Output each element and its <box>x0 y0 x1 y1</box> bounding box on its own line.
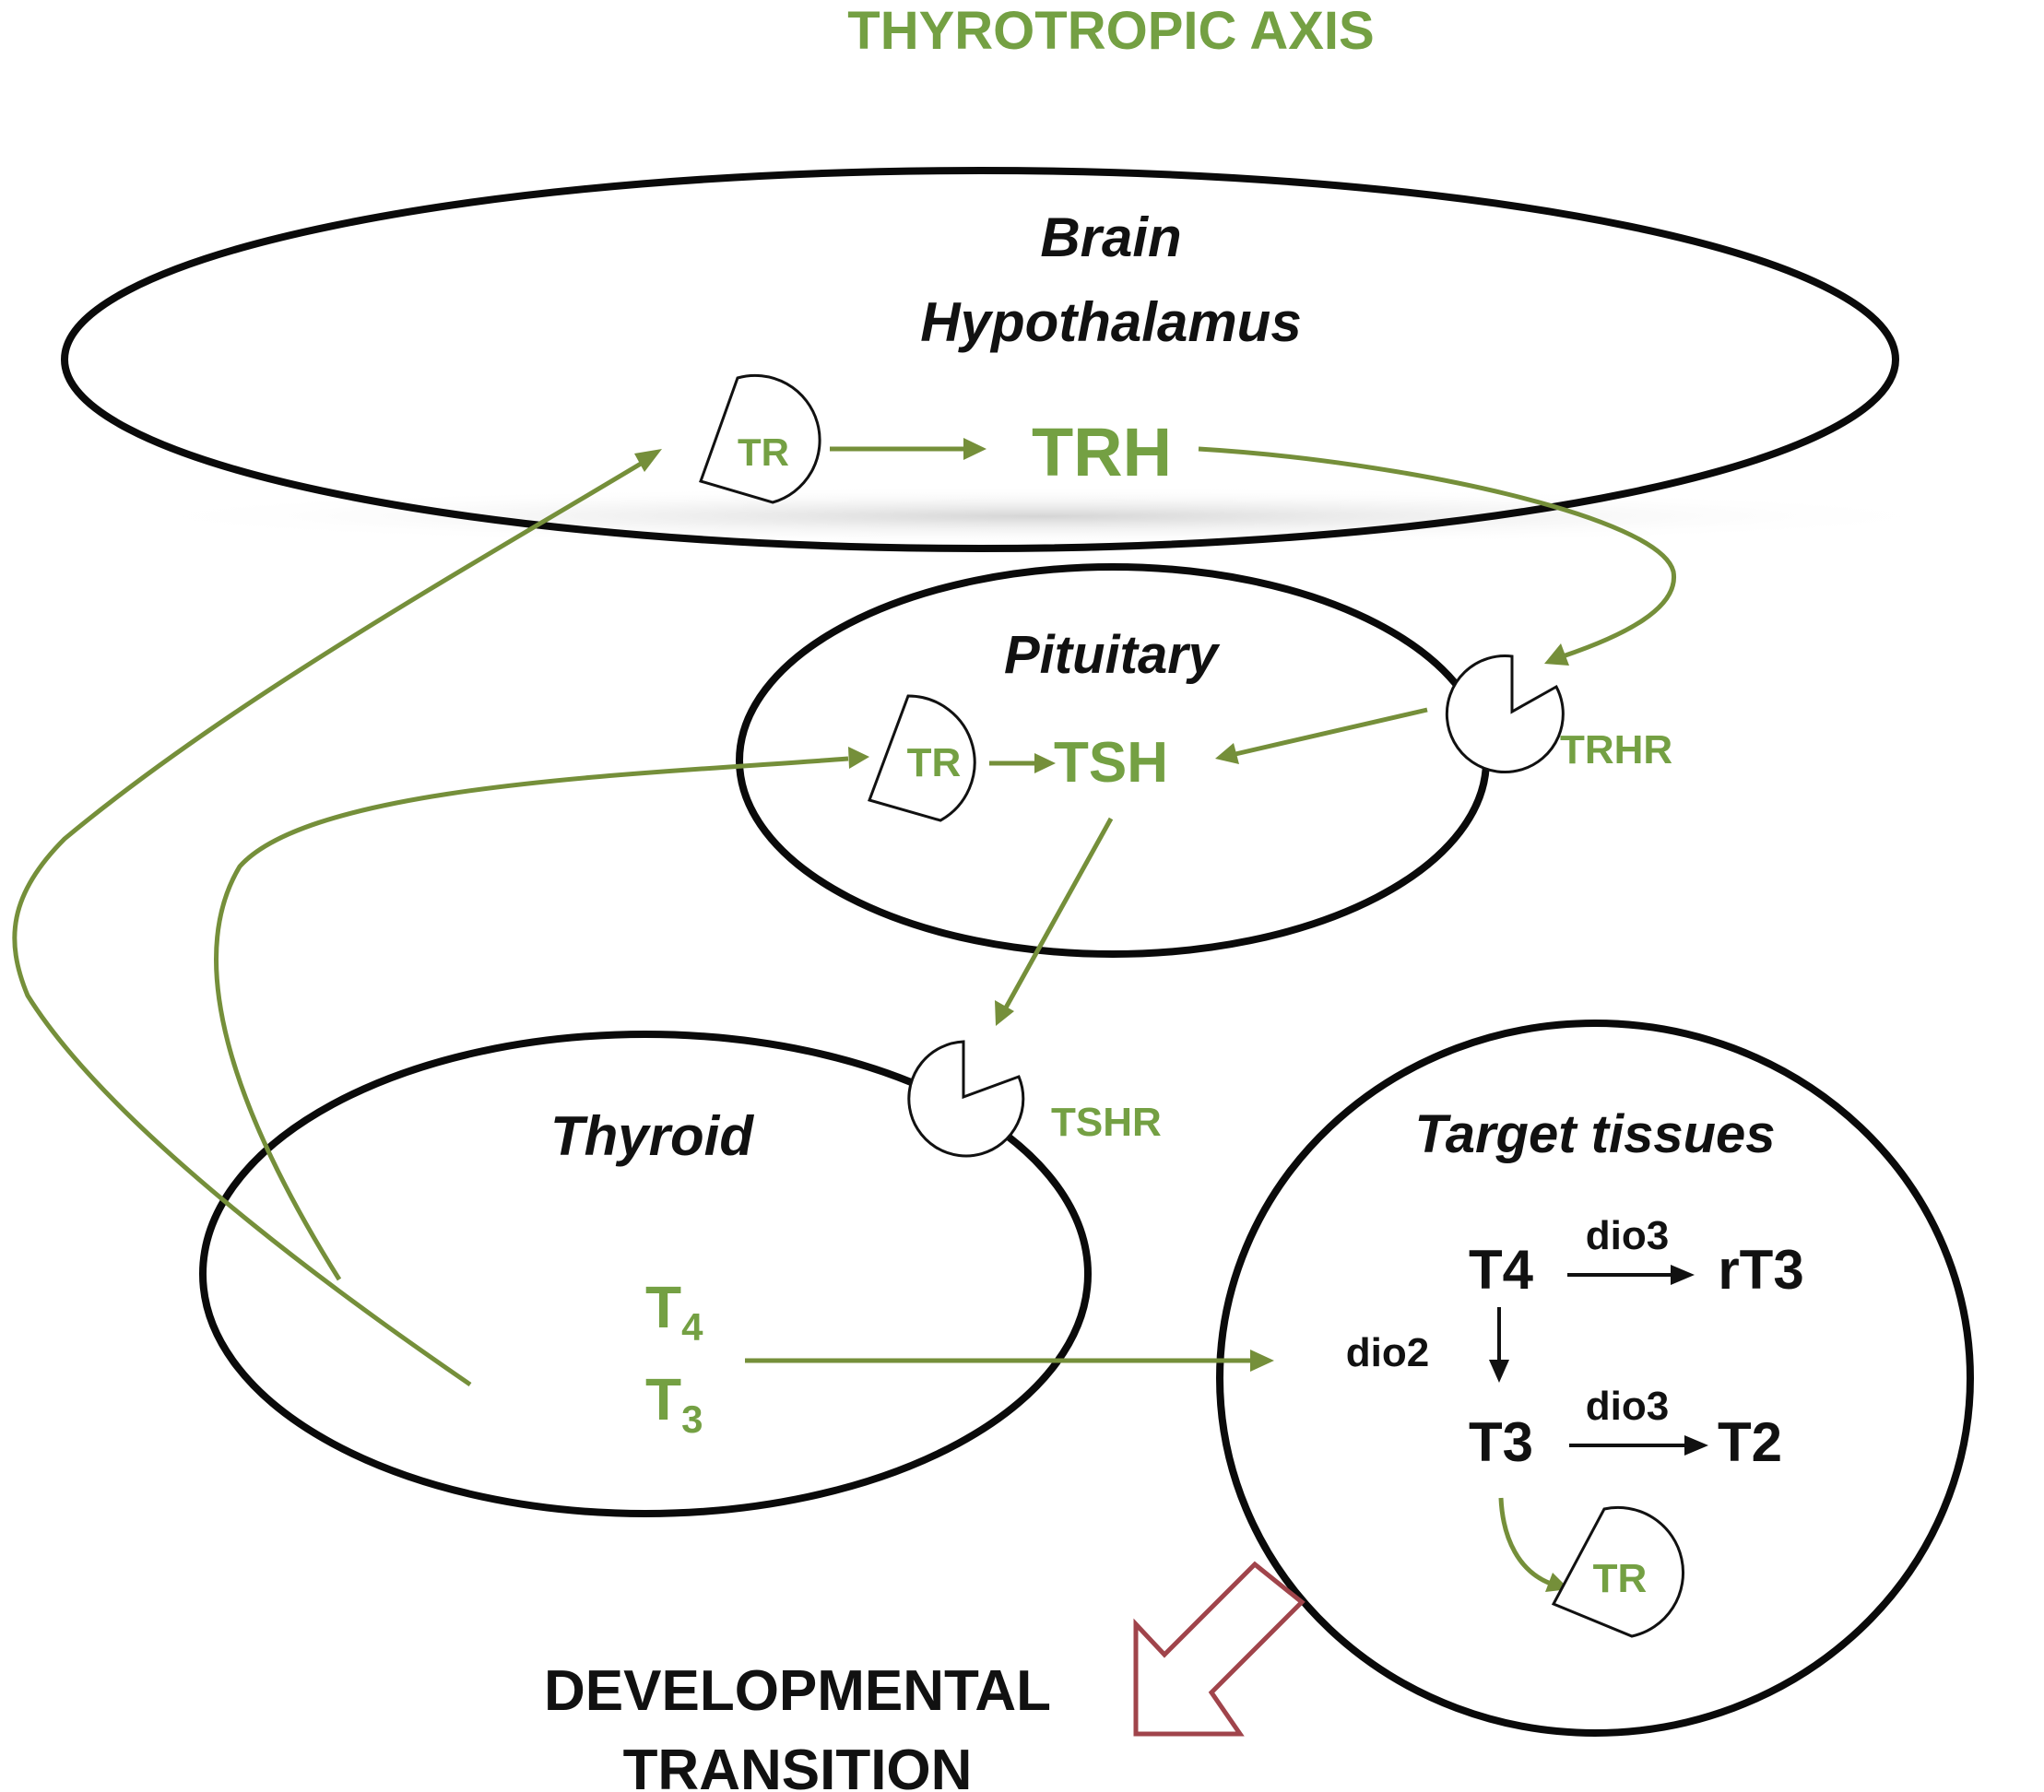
arrow-tsh-to-tshr <box>1002 817 1114 1011</box>
tr-pituitary-label: TR <box>907 740 962 785</box>
arrow-tr-to-trh-head <box>963 438 987 460</box>
rt3-label: rT3 <box>1718 1239 1803 1301</box>
tshr-label: TSHR <box>1051 1100 1162 1145</box>
t2-label: T2 <box>1718 1411 1782 1473</box>
thyroid-label: Thyroid <box>550 1105 754 1167</box>
arrow-t3-to-tr <box>1498 1497 1552 1586</box>
feedback-arrow-to-brain-head <box>634 449 662 472</box>
arrow-t4-to-rt3-head <box>1671 1265 1695 1285</box>
feedback-arrow-to-pituitary-head <box>848 747 869 769</box>
target-tissues-label: Target tissues <box>1414 1104 1775 1164</box>
tr-receptor-target: TR <box>1551 1505 1685 1638</box>
brain-label: Brain <box>1040 206 1181 268</box>
dio2-label: dio2 <box>1346 1330 1429 1375</box>
tr-target-label: TR <box>1593 1556 1648 1601</box>
tr-receptor-pituitary: TR <box>868 694 976 822</box>
target-tissues-region <box>1216 1020 1974 1737</box>
arrow-thyroid-to-target-head <box>1250 1350 1274 1372</box>
arrow-trh-to-trhr <box>1198 446 1676 659</box>
t3-label: T3 <box>645 1366 703 1441</box>
hypothalamus-label: Hypothalamus <box>920 291 1301 353</box>
dio3-top-label: dio3 <box>1586 1213 1669 1258</box>
arrow-trhr-to-tsh <box>1235 707 1428 757</box>
arrow-t3-to-t2-head <box>1684 1435 1708 1456</box>
diagram-title: THYROTROPIC AXIS <box>847 1 1374 61</box>
tshr-receptor <box>907 1040 1025 1158</box>
outcome-line1: DEVELOPMENTAL <box>544 1659 1051 1723</box>
t3-target-label: T3 <box>1469 1411 1533 1473</box>
t4-target-label: T4 <box>1469 1239 1534 1301</box>
tr-receptor-brain: TR <box>699 373 821 504</box>
brain-shadow <box>111 487 1973 546</box>
trhr-label: TRHR <box>1560 727 1672 772</box>
tsh-label: TSH <box>1054 731 1168 795</box>
arrow-tsh-to-tshr-head <box>995 1000 1014 1026</box>
arrow-trhr-to-tsh-head <box>1215 743 1239 764</box>
pituitary-label: Pituitary <box>1004 625 1221 685</box>
trh-label: TRH <box>1032 414 1172 490</box>
arrow-t4-to-t3-head <box>1489 1360 1509 1383</box>
tr-brain-label: TR <box>738 430 789 474</box>
arrow-trh-to-trhr-head <box>1544 643 1569 666</box>
trhr-receptor <box>1445 654 1565 774</box>
dio3-bottom-label: dio3 <box>1586 1384 1669 1429</box>
thyroid-region <box>199 1031 1092 1517</box>
brain-hypothalamus-region <box>61 167 1899 552</box>
feedback-arrow-to-pituitary <box>214 756 849 1281</box>
feedback-arrow-to-brain <box>12 458 647 1387</box>
arrow-tr-to-tsh-head <box>1034 753 1056 773</box>
developmental-transition-arrow <box>1133 1561 1306 1737</box>
t4-label: T4 <box>645 1274 703 1349</box>
outcome-line2: TRANSITION <box>623 1739 973 1792</box>
